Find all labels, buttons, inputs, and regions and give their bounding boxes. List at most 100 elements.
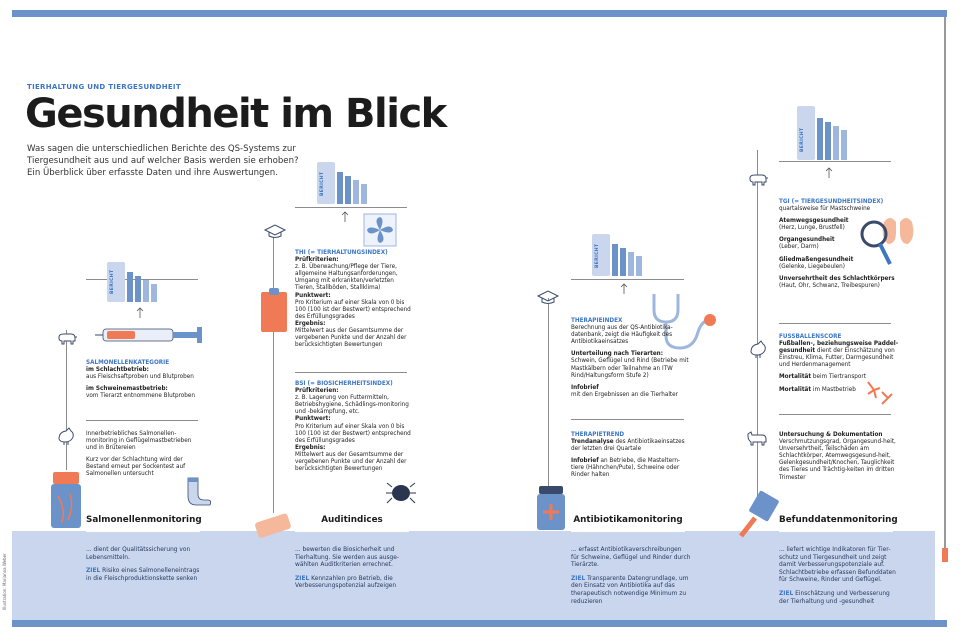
ziel-label: ZIEL bbox=[295, 575, 310, 582]
col4-label: Unversehrtheit des Schlachtkörpers bbox=[779, 275, 895, 282]
cap-icon bbox=[536, 290, 560, 304]
col1-bottom: ... dient der Qualitätssicherung von Leb… bbox=[86, 547, 206, 589]
col4-label: Fußballen-, beziehungsweise Paddel-gesun… bbox=[779, 341, 899, 355]
thi-label: Prüfkriterien: bbox=[295, 257, 339, 264]
col1-text: Kurz vor der Schlachtung wird der Bestan… bbox=[86, 457, 186, 478]
section-label-auditindices: Auditindices bbox=[295, 508, 409, 532]
report-label: BERICHT bbox=[595, 243, 600, 268]
col3-text: Schwein, Geflügel und Rind (Betriebe mit… bbox=[571, 358, 689, 379]
col3-text: mit den Ergebnissen an die Tierhalter bbox=[571, 391, 679, 398]
col2-thi-block: THI (= TIERHALTUNGSINDEX) Prüfkriterien:… bbox=[295, 250, 413, 349]
col1-bottom-text: ... dient der Qualitätssicherung von Leb… bbox=[86, 547, 191, 561]
thi-text: Pro Kriterium auf einer Skala von 0 bis … bbox=[295, 299, 411, 320]
col1-label: im Schlachtbetrieb: bbox=[86, 367, 149, 374]
divider bbox=[86, 279, 198, 280]
col4-bottom: ... liefert wichtige Indikatoren für Tie… bbox=[779, 547, 901, 612]
bottom-bar bbox=[12, 620, 947, 627]
illustration-credit: Illustration: Marianna Weber bbox=[2, 553, 7, 610]
col1-textblock-2: Innerbetriebliches Salmonellen-monitorin… bbox=[86, 431, 201, 484]
chicken-icon bbox=[750, 340, 766, 358]
magnifier-icon bbox=[860, 220, 892, 265]
divider bbox=[571, 419, 684, 420]
timeline-line-4 bbox=[757, 150, 758, 500]
thi-heading: THI (= TIERHALTUNGSINDEX) bbox=[295, 250, 388, 256]
col4-doc-block: Untersuchung & Dokumentation Verschmutzu… bbox=[779, 432, 899, 482]
section-label-salmonellenmonitoring: Salmonellenmonitoring bbox=[86, 508, 202, 532]
col3-text: an Betriebe, die Masteltern-tiere (Hähnc… bbox=[571, 458, 680, 479]
divider bbox=[571, 279, 684, 280]
tick-icon bbox=[386, 482, 416, 504]
col3-label: Infobrief bbox=[571, 384, 599, 391]
col3-heading: THERAPIEINDEX bbox=[571, 318, 623, 324]
kicker: TIERHALTUNG UND TIERGESUNDHEIT bbox=[27, 83, 181, 91]
report-label-wrap: BERICHT bbox=[795, 104, 815, 160]
col1-label: im Schweinemastbetrieb: bbox=[86, 386, 168, 393]
report-label: BERICHT bbox=[320, 171, 325, 196]
divider bbox=[779, 414, 891, 415]
col4-label: Gliedmaßengesundheit bbox=[779, 256, 854, 263]
divider bbox=[779, 161, 891, 162]
tgi-heading: TGI (= TIERGESUNDHEITSINDEX) bbox=[779, 199, 884, 205]
col3-label: Trendanalyse bbox=[571, 439, 614, 446]
col1-text: vom Tierarzt entnommene Blutproben bbox=[86, 393, 196, 400]
col2-bsi-block: BSI (= BIOSICHERHEITSINDEX) Prüfkriterie… bbox=[295, 381, 413, 473]
ziel-label: ZIEL bbox=[779, 590, 794, 597]
col4-label: Mortalität bbox=[779, 386, 812, 393]
section-label-antibiotikamonitoring: Antibiotikamonitoring bbox=[571, 508, 685, 532]
col3-bottom-text: ... erfasst Antibiotikaverschreibungen f… bbox=[571, 547, 691, 569]
col1-heading: SALMONELLENKATEGORIE bbox=[86, 360, 170, 366]
col2-ziel: Kennzahlen pro Betrieb, die Verbesserung… bbox=[295, 575, 397, 590]
col4-fbs-block: FUSSBALLENSCORE Fußballen-, beziehungswe… bbox=[779, 334, 899, 399]
col2-bottom: ... bewerten die Biosicherheit und Tierh… bbox=[295, 547, 415, 597]
divider bbox=[86, 420, 198, 421]
col4-text: dient der Einschätzung von Einstreu, Kli… bbox=[779, 348, 895, 369]
ziel-label: ZIEL bbox=[86, 568, 101, 575]
col1-textblock: SALMONELLENKATEGORIE im Schlachtbetrieb:… bbox=[86, 360, 201, 405]
thi-text: Mittelwert aus der Gesamtsumme der verge… bbox=[295, 328, 407, 349]
col3-text: Berechnung aus der QS-Antibiotika-datenb… bbox=[571, 325, 673, 346]
col4-label: Untersuchung & Dokumentation bbox=[779, 432, 883, 438]
bsi-text: Pro Kriterium auf einer Skala von 0 bis … bbox=[295, 423, 411, 444]
page-title: Gesundheit im Blick bbox=[25, 91, 447, 137]
col1-text: Innerbetriebliches Salmonellen-monitorin… bbox=[86, 431, 192, 452]
intro-text: Was sagen die unterschiedlichen Berichte… bbox=[27, 144, 299, 179]
thi-label: Punktwert: bbox=[295, 292, 331, 299]
cow-icon bbox=[747, 431, 767, 446]
thi-label: Ergebnis: bbox=[295, 320, 326, 327]
lotion-icon bbox=[255, 513, 291, 538]
pig-icon bbox=[58, 333, 77, 345]
col4-label: Organgesundheit bbox=[779, 237, 835, 244]
col4-text: (Leber, Darm) bbox=[779, 244, 819, 251]
report-label-wrap: BERICHT bbox=[105, 258, 125, 302]
divider bbox=[295, 372, 407, 373]
col3-label: Infobrief bbox=[571, 458, 599, 465]
col4-text: Verschmutzungsgrad, Organgesund-heit, Un… bbox=[779, 439, 896, 481]
report-label: BERICHT bbox=[800, 127, 805, 152]
col4-text: beim Tiertransport bbox=[812, 374, 866, 381]
clipboard-icon bbox=[261, 288, 287, 332]
pig-icon bbox=[749, 174, 768, 186]
col4-text: (Herz, Lunge, Brustfell) bbox=[779, 225, 845, 232]
cap-icon bbox=[263, 224, 287, 238]
medicine-jar-icon bbox=[537, 486, 565, 530]
col1-ziel: Risiko eines Salmonelleneintrags in die … bbox=[86, 568, 200, 582]
col3-textblock: THERAPIEINDEX Berechnung aus der QS-Anti… bbox=[571, 318, 691, 404]
timeline-line-3 bbox=[548, 295, 549, 519]
bsi-label: Ergebnis: bbox=[295, 444, 326, 451]
report-label: BERICHT bbox=[110, 269, 115, 294]
bsi-label: Prüfkriterien: bbox=[295, 388, 339, 395]
report-icon bbox=[797, 106, 847, 178]
col4-bottom-text: ... liefert wichtige Indikatoren für Tie… bbox=[779, 547, 896, 584]
bottom-band bbox=[12, 531, 935, 620]
report-icon bbox=[107, 262, 157, 318]
chicken-icon bbox=[58, 427, 74, 445]
lungs-icon bbox=[882, 212, 914, 244]
report-icon bbox=[592, 234, 642, 294]
bsi-text: z. B. Lagerung von Futtermitteln, Betrie… bbox=[295, 395, 409, 416]
bsi-text: Mittelwert aus der Gesamtsumme der verge… bbox=[295, 451, 407, 473]
col3-label: Unterteilung nach Tierarten: bbox=[571, 351, 663, 358]
col4-ziel: Einschätzung und Verbesserung der Tierha… bbox=[779, 590, 890, 605]
col3-bottom: ... erfasst Antibiotikaverschreibungen f… bbox=[571, 547, 691, 612]
thi-text: z. B. Überwachung/Pflege der Tiere, allg… bbox=[295, 264, 398, 292]
col4-text: (Haut, Ohr, Schwanz, Treibespuren) bbox=[779, 282, 880, 289]
